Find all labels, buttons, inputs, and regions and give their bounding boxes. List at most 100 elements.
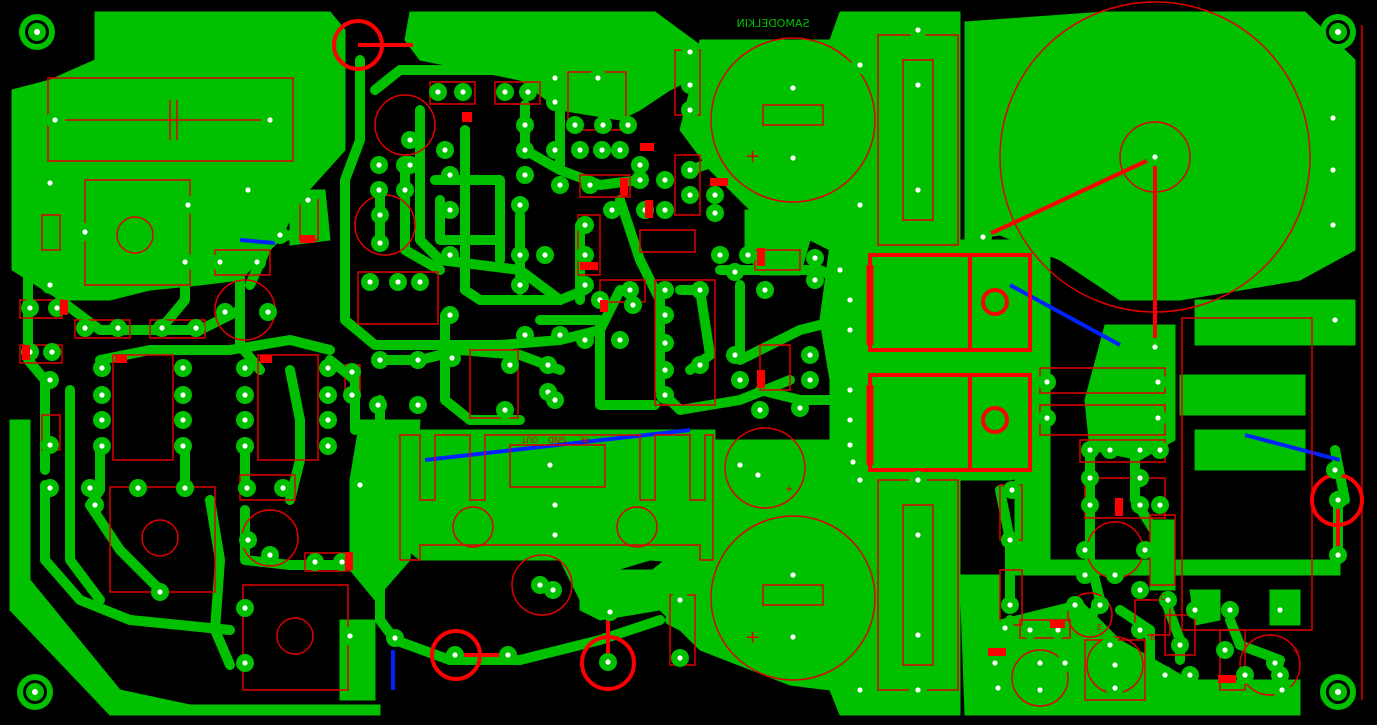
pad[interactable] (129, 479, 147, 497)
pad[interactable] (566, 116, 584, 134)
pad[interactable] (236, 359, 254, 377)
pad[interactable] (909, 681, 927, 699)
pad[interactable] (386, 629, 404, 647)
pad[interactable] (441, 306, 459, 324)
pad[interactable] (511, 276, 529, 294)
pad[interactable] (1131, 581, 1149, 599)
pad[interactable] (248, 253, 266, 271)
pad[interactable] (576, 246, 594, 264)
pad[interactable] (1056, 654, 1074, 672)
pad[interactable] (546, 526, 564, 544)
pad[interactable] (41, 436, 59, 454)
pad[interactable] (409, 396, 427, 414)
pad[interactable] (1131, 469, 1149, 487)
pad[interactable] (41, 276, 59, 294)
pad[interactable] (909, 526, 927, 544)
pad[interactable] (441, 246, 459, 264)
pad[interactable] (93, 386, 111, 404)
pad[interactable] (174, 386, 192, 404)
pad[interactable] (1159, 591, 1177, 609)
pad[interactable] (501, 356, 519, 374)
pad[interactable] (1131, 621, 1149, 639)
pad[interactable] (1324, 161, 1342, 179)
pad[interactable] (1101, 441, 1119, 459)
pad[interactable] (1271, 666, 1289, 684)
pad[interactable] (844, 453, 862, 471)
pad[interactable] (371, 234, 389, 252)
pad[interactable] (546, 141, 564, 159)
pad[interactable] (1081, 496, 1099, 514)
pad[interactable] (601, 603, 619, 621)
pad[interactable] (546, 391, 564, 409)
pad[interactable] (656, 361, 674, 379)
pad[interactable] (174, 437, 192, 455)
pad[interactable] (1066, 596, 1084, 614)
pad[interactable] (791, 399, 809, 417)
pad[interactable] (681, 101, 699, 119)
pad[interactable] (739, 246, 757, 264)
pad[interactable] (174, 411, 192, 429)
pad[interactable] (909, 21, 927, 39)
pad[interactable] (409, 351, 427, 369)
pad[interactable] (576, 216, 594, 234)
pad[interactable] (46, 111, 64, 129)
pad[interactable] (624, 296, 642, 314)
pad[interactable] (621, 281, 639, 299)
mounting-hole-tl[interactable] (19, 14, 55, 50)
pad[interactable] (551, 326, 569, 344)
pad[interactable] (174, 359, 192, 377)
pad[interactable] (619, 116, 637, 134)
pad[interactable] (236, 411, 254, 429)
pad[interactable] (516, 141, 534, 159)
pad[interactable] (611, 141, 629, 159)
pad[interactable] (93, 359, 111, 377)
pad[interactable] (631, 171, 649, 189)
pad[interactable] (831, 261, 849, 279)
pad[interactable] (369, 396, 387, 414)
pad[interactable] (726, 346, 744, 364)
pad[interactable] (551, 176, 569, 194)
pad[interactable] (571, 141, 589, 159)
pad[interactable] (593, 141, 611, 159)
pad[interactable] (1149, 373, 1167, 391)
pad[interactable] (1271, 601, 1289, 619)
pad[interactable] (1146, 338, 1164, 356)
pad[interactable] (41, 479, 59, 497)
pad[interactable] (671, 591, 689, 609)
pad[interactable] (187, 319, 205, 337)
pad[interactable] (1329, 491, 1347, 509)
pad[interactable] (784, 149, 802, 167)
pad[interactable] (516, 326, 534, 344)
pad[interactable] (411, 273, 429, 291)
pad[interactable] (1326, 311, 1344, 329)
pad[interactable] (851, 471, 869, 489)
connector-ring-bottom-mid[interactable] (580, 635, 636, 691)
pad[interactable] (271, 226, 289, 244)
pad[interactable] (86, 496, 104, 514)
pad[interactable] (841, 321, 859, 339)
pad[interactable] (76, 319, 94, 337)
pad[interactable] (546, 69, 564, 87)
pad[interactable] (539, 356, 557, 374)
pad[interactable] (546, 496, 564, 514)
pad[interactable] (1038, 409, 1056, 427)
pad[interactable] (370, 156, 388, 174)
pad[interactable] (851, 196, 869, 214)
pad[interactable] (599, 653, 617, 671)
pad[interactable] (446, 646, 464, 664)
pad[interactable] (1106, 679, 1124, 697)
pad[interactable] (974, 228, 992, 246)
pad[interactable] (259, 303, 277, 321)
pad[interactable] (76, 223, 94, 241)
pad[interactable] (711, 246, 729, 264)
pad[interactable] (499, 646, 517, 664)
pad[interactable] (443, 349, 461, 367)
pad[interactable] (153, 319, 171, 337)
pad[interactable] (756, 281, 774, 299)
pad[interactable] (109, 319, 127, 337)
pad[interactable] (1131, 496, 1149, 514)
connector-ring-bottom-left[interactable] (430, 629, 482, 681)
pad[interactable] (851, 56, 869, 74)
pad[interactable] (681, 43, 699, 61)
pad[interactable] (1151, 496, 1169, 514)
